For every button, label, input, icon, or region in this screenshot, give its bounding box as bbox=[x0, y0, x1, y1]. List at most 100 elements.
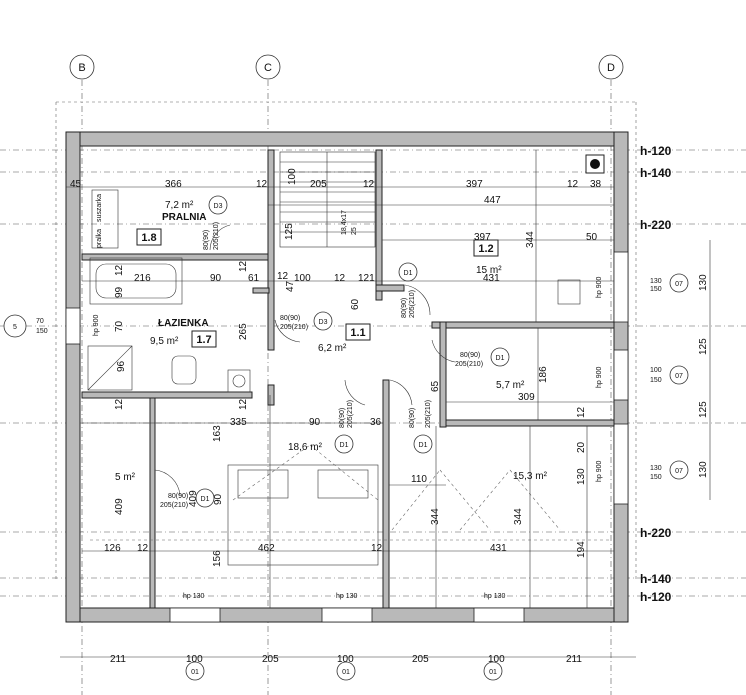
suszarka-label: suszarka bbox=[96, 194, 103, 222]
door-d1b-size-a: 80(90) bbox=[460, 352, 480, 359]
dim-100-f: 100 bbox=[650, 367, 662, 374]
door-d3b-size-a: 80(90) bbox=[280, 315, 300, 322]
level-h140-bot: h-140 bbox=[640, 572, 672, 586]
level-h220-top: h-220 bbox=[640, 218, 672, 232]
interior-walls bbox=[81, 149, 615, 609]
door-d1c-size-b: 205(210) bbox=[347, 400, 354, 428]
room-1-2: 1.2 15 m² bbox=[473, 239, 502, 276]
level-h120-bot: h-120 bbox=[640, 590, 672, 604]
axis-marker-side: 5 bbox=[3, 314, 27, 338]
stair-spec: 18,4x17 bbox=[341, 210, 348, 235]
dim-150-c: 150 bbox=[650, 474, 662, 481]
dim-121: 121 bbox=[358, 273, 375, 284]
door-d3-size-b: 205(210) bbox=[213, 222, 220, 250]
lazienka-area: 9,5 m² bbox=[150, 336, 179, 347]
dim-110: 110 bbox=[411, 474, 427, 485]
pralnia-number: 1.8 bbox=[141, 232, 156, 244]
door-d1b-label: D1 bbox=[496, 355, 505, 362]
pralnia-name: PRALNIA bbox=[162, 212, 206, 223]
lazienka-name: ŁAZIENKA bbox=[158, 318, 209, 329]
door-d3-size-a: 80(90) bbox=[203, 230, 210, 250]
dim-12-d: 12 bbox=[277, 271, 289, 282]
dim-12-i: 12 bbox=[238, 398, 249, 410]
dim-100-e: 100 bbox=[488, 654, 505, 665]
window-o7-a: 07 bbox=[675, 281, 683, 288]
dim-90-a: 90 bbox=[210, 273, 222, 284]
level-labels: h-120 h-140 h-220 h-220 h-140 h-120 bbox=[640, 144, 672, 604]
pralka-label: pralka bbox=[96, 229, 103, 248]
dim-150-b: 150 bbox=[650, 377, 662, 384]
room-1-1: 1.1 6,2 m² bbox=[318, 323, 371, 354]
dim-130-b: 130 bbox=[698, 274, 709, 291]
door-d1e-label: D1 bbox=[201, 496, 210, 503]
dim-12-b: 12 bbox=[363, 179, 375, 190]
dim-431-b: 431 bbox=[490, 543, 507, 554]
dim-125-a: 125 bbox=[284, 223, 295, 240]
dim-211-a: 211 bbox=[110, 654, 126, 665]
dim-462: 462 bbox=[258, 543, 275, 554]
door-d3-label: D3 bbox=[214, 203, 223, 210]
dim-130-e: 130 bbox=[650, 465, 662, 472]
door-d1e-size-a: 80(90) bbox=[168, 493, 188, 500]
dim-99: 99 bbox=[114, 286, 125, 298]
door-d1e-size-b: 205(210) bbox=[160, 502, 188, 509]
axis-marker-c: C bbox=[255, 54, 281, 80]
room-1-1-area: 6,2 m² bbox=[318, 343, 347, 354]
dim-45: 45 bbox=[70, 179, 82, 190]
window-o1-c: 01 bbox=[489, 669, 497, 676]
axis-label-c: C bbox=[264, 62, 272, 74]
room-5-7-area: 5,7 m² bbox=[496, 380, 525, 391]
dim-344-c: 344 bbox=[513, 508, 524, 525]
level-h220-bot: h-220 bbox=[640, 526, 672, 540]
dim-150-a: 150 bbox=[650, 286, 662, 293]
window-hp-c: hp 900 bbox=[596, 460, 603, 482]
door-d1c-label: D1 bbox=[340, 442, 349, 449]
dim-12-h: 12 bbox=[114, 398, 125, 410]
dim-12-c: 12 bbox=[567, 179, 579, 190]
dim-96: 96 bbox=[116, 360, 127, 372]
pralnia-area: 7,2 m² bbox=[165, 200, 194, 211]
dim-344-a: 344 bbox=[525, 231, 536, 248]
dim-90-b: 90 bbox=[309, 417, 321, 428]
door-d3-lazienka: D3 80(90) 205(210) bbox=[280, 311, 333, 331]
dim-47: 47 bbox=[285, 280, 296, 292]
dim-61: 61 bbox=[248, 273, 260, 284]
window-hp130-c: hp 130 bbox=[484, 593, 506, 600]
dim-12-l: 12 bbox=[371, 543, 383, 554]
door-d1-room186: D1 80(90) 205(210) bbox=[334, 400, 354, 454]
door-swings bbox=[154, 224, 456, 496]
dim-130-d: 130 bbox=[650, 278, 662, 285]
room-1-1-number: 1.1 bbox=[350, 327, 365, 339]
window-o1-a: 01 bbox=[191, 669, 199, 676]
dim-100-d: 100 bbox=[337, 654, 354, 665]
dim-409-b: 409 bbox=[114, 498, 125, 515]
axis-marker-d: D bbox=[598, 54, 624, 80]
dim-90-c: 90 bbox=[213, 493, 224, 505]
dim-344-b: 344 bbox=[430, 508, 441, 525]
room-1-2-number: 1.2 bbox=[478, 243, 493, 255]
dim-12-a: 12 bbox=[256, 179, 268, 190]
dim-20: 20 bbox=[576, 441, 587, 453]
dim-216: 216 bbox=[134, 273, 151, 284]
dim-100-b: 100 bbox=[294, 273, 311, 284]
window-hp130-a: hp 130 bbox=[183, 593, 205, 600]
dim-205-a: 205 bbox=[310, 179, 327, 190]
axis-label-d: D bbox=[607, 62, 615, 74]
dim-156: 156 bbox=[212, 550, 223, 567]
window-hp-d: hp 900 bbox=[93, 314, 100, 336]
level-h140-top: h-140 bbox=[640, 166, 672, 180]
dim-12-f: 12 bbox=[114, 264, 125, 276]
dim-397-a: 397 bbox=[466, 179, 483, 190]
dim-130-a: 130 bbox=[576, 468, 587, 485]
dim-397-b: 397 bbox=[474, 232, 491, 243]
door-d1b-size-b: 205(210) bbox=[455, 361, 483, 368]
side-mark-label: 5 bbox=[13, 324, 17, 331]
room-1-2-area: 15 m² bbox=[476, 265, 502, 276]
level-h120-top: h-120 bbox=[640, 144, 672, 158]
window-o1-b: 01 bbox=[342, 669, 350, 676]
dim-130-c: 130 bbox=[698, 461, 709, 478]
dim-409-a: 409 bbox=[188, 490, 199, 507]
dim-194: 194 bbox=[576, 541, 587, 558]
dim-431-a: 431 bbox=[483, 273, 500, 284]
dim-186: 186 bbox=[538, 366, 549, 383]
